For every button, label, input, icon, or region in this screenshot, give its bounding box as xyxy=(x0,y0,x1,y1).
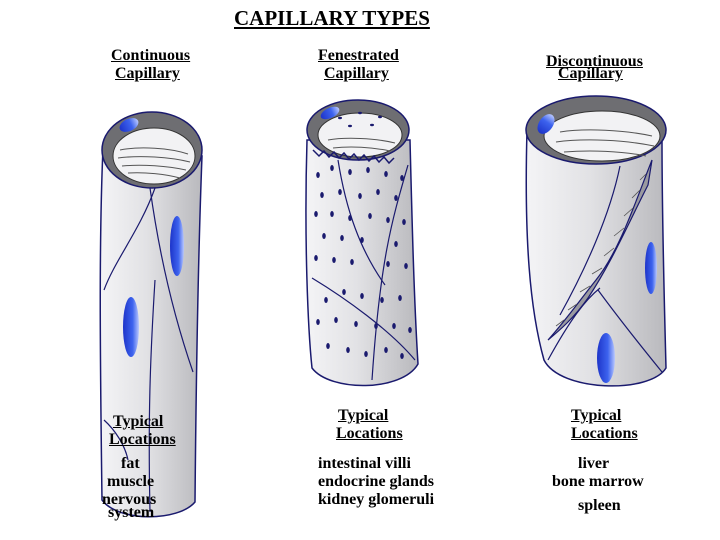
discontinuous-title-line2: Capillary xyxy=(558,65,623,82)
fenestrated-fenestrae xyxy=(314,165,412,359)
diagram-title: CAPILLARY TYPES xyxy=(234,6,430,30)
discontinuous-location-item: bone marrow xyxy=(552,473,644,490)
discontinuous-tube-body xyxy=(525,129,667,387)
continuous-tube-body xyxy=(99,147,203,518)
discontinuous-gap xyxy=(547,159,653,341)
discontinuous-locations-heading-line1: Typical xyxy=(571,407,622,424)
continuous-nucleus-left xyxy=(123,297,139,357)
discontinuous-nucleus-bottom xyxy=(597,333,615,383)
continuous-cell-junctions xyxy=(103,187,194,513)
continuous-location-item: muscle xyxy=(107,473,155,490)
fenestrated-tube-body xyxy=(305,139,419,387)
fenestrated-lumen-lines xyxy=(327,137,396,152)
fenestrated-locations-heading-line1: Typical xyxy=(338,407,389,424)
discontinuous-locations-heading-line2: Locations xyxy=(571,425,638,442)
discontinuous-cell-junctions xyxy=(547,165,663,373)
fenestrated-title-line2: Capillary xyxy=(324,65,389,82)
continuous-location-item: fat xyxy=(121,455,140,472)
fenestrated-lumen-pores xyxy=(338,111,382,128)
fenestrated-location-item: endocrine glands xyxy=(318,473,435,490)
fenestrated-location-item: intestinal villi xyxy=(318,455,411,472)
continuous-nucleus-right xyxy=(170,216,184,276)
discontinuous-location-item: spleen xyxy=(578,497,621,514)
discontinuous-nucleus-top xyxy=(537,114,555,134)
continuous-title-line1: Continuous xyxy=(111,47,191,64)
discontinuous-lumen xyxy=(543,110,661,162)
fenestrated-capillary xyxy=(305,99,419,387)
fenestrated-title-line1: Fenestrated xyxy=(318,47,399,64)
discontinuous-capillary xyxy=(525,95,667,387)
fenestrated-location-item: kidney glomeruli xyxy=(318,491,435,508)
continuous-location-item: nervous xyxy=(102,491,157,508)
discontinuous-title-line1: Discontinuous xyxy=(546,53,643,70)
discontinuous-lumen-lines xyxy=(555,129,655,157)
continuous-capillary xyxy=(99,111,203,518)
continuous-title-line2: Capillary xyxy=(115,65,180,82)
fenestrated-frilled-edge xyxy=(312,149,395,165)
continuous-location-item: system xyxy=(108,504,155,521)
fenestrated-cell-junctions xyxy=(311,159,416,381)
fenestrated-nucleus xyxy=(320,106,340,120)
continuous-locations-heading-line1: Typical xyxy=(113,413,164,430)
discontinuous-gap-hatching xyxy=(555,173,647,327)
continuous-locations-heading-line2: Locations xyxy=(109,431,176,448)
discontinuous-nucleus-right xyxy=(645,242,657,294)
continuous-lumen xyxy=(112,127,196,185)
fenestrated-locations-heading-line2: Locations xyxy=(336,425,403,442)
discontinuous-location-item: liver xyxy=(578,455,610,472)
continuous-nucleus-top xyxy=(119,118,139,132)
continuous-lumen-lines xyxy=(117,147,191,179)
